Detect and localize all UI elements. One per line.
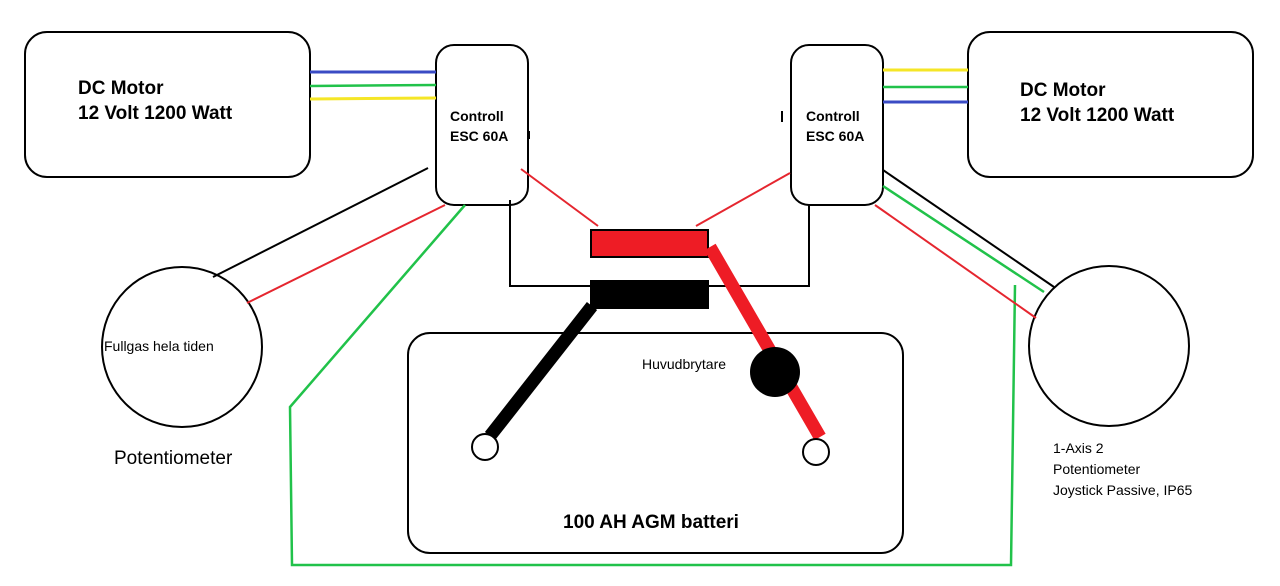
wire-green-signal-loop — [288, 204, 1017, 567]
wire-red-left-pot — [246, 204, 446, 304]
black-terminal — [590, 280, 709, 309]
wire-yellow-left — [309, 96, 437, 101]
right-esc-label: Controll ESC 60A — [806, 106, 864, 146]
left-esc-label: Controll ESC 60A — [450, 106, 508, 146]
right-esc-line2: ESC 60A — [806, 128, 865, 144]
right-esc-line1: Controll — [806, 108, 860, 124]
left-motor-line1: DC Motor — [78, 78, 164, 99]
battery-post-negative — [471, 433, 499, 461]
right-motor-line1: DC Motor — [1020, 80, 1106, 101]
wire-black-left-pot — [212, 167, 429, 278]
left-motor-line2: 12 Volt 1200 Watt — [78, 103, 233, 124]
wire-black-ground-left — [509, 200, 592, 287]
right-motor-label: DC Motor 12 Volt 1200 Watt — [1020, 78, 1174, 128]
wire-red-power-right — [695, 172, 791, 227]
right-pot-line2: Potentiometer — [1053, 461, 1141, 477]
right-esc-box — [790, 44, 884, 206]
left-esc-box — [435, 44, 529, 206]
left-esc-line2: ESC 60A — [450, 128, 509, 144]
wire-black-right-pot — [882, 169, 1055, 288]
right-motor-line2: 12 Volt 1200 Watt — [1020, 105, 1175, 126]
wire-red-right-pot — [874, 204, 1037, 319]
battery-post-positive — [802, 438, 830, 466]
right-pot-line3: Joystick Passive, IP65 — [1053, 482, 1193, 498]
cable-black-battery — [484, 301, 598, 441]
battery-label: 100 AH AGM batteri — [563, 512, 739, 533]
cable-red-battery — [704, 243, 826, 441]
left-esc-line1: Controll — [450, 108, 504, 124]
left-potentiometer-circle — [101, 266, 263, 428]
wire-green-left — [309, 83, 437, 88]
right-pot-line1: 1-Axis 2 — [1053, 440, 1104, 456]
right-motor-box — [967, 31, 1254, 178]
left-potentiometer-caption: Potentiometer — [114, 448, 233, 469]
main-switch-label: Huvudbrytare — [642, 356, 727, 372]
wire-green-right-pot — [882, 184, 1045, 294]
right-potentiometer-circle — [1028, 265, 1190, 427]
red-terminal — [590, 229, 709, 258]
left-motor-label: DC Motor 12 Volt 1200 Watt — [78, 76, 232, 126]
left-potentiometer-inner-label: Fullgas hela tiden — [104, 338, 214, 354]
main-switch-knob — [750, 347, 800, 397]
left-motor-box — [24, 31, 311, 178]
wire-black-ground-right — [708, 205, 810, 287]
wire-red-power-left — [520, 168, 599, 227]
right-potentiometer-label: 1-Axis 2 Potentiometer Joystick Passive,… — [1053, 438, 1192, 501]
